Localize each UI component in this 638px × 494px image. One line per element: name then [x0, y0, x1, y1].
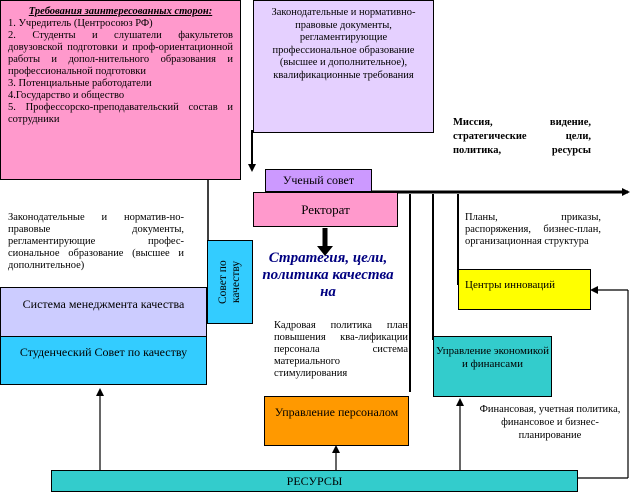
- resources-box: РЕСУРСЫ: [51, 470, 578, 492]
- academic-council-box: Ученый совет: [265, 169, 372, 192]
- mission-text: Миссия, видение, стратегические цели, по…: [453, 117, 591, 156]
- stakeholders-box: Требования заинтересованных сторон: 1. У…: [0, 0, 241, 180]
- hr-management-box: Управление персоналом: [264, 396, 409, 446]
- finance-policy-text: Финансовая, учетная политика, финансовое…: [479, 404, 621, 441]
- economics-label: Управление экономикой и финансами: [435, 345, 550, 370]
- innovation-centers-box: Центры инноваций: [458, 269, 591, 310]
- student-council-label: Студенческий Совет по качеству: [19, 345, 188, 359]
- stakeholder-item-3: 3. Потенциальные работодатели: [8, 78, 152, 89]
- rectorate-box: Ректорат: [253, 192, 398, 227]
- innovation-centers-label: Центры инноваций: [465, 279, 556, 291]
- student-council-box: Студенческий Совет по качеству: [0, 336, 207, 385]
- qms-box: Система менеджмента качества: [0, 287, 207, 337]
- legal-docs-top-box: Законодательные и нормативно-правовые до…: [253, 0, 434, 133]
- resources-label: РЕСУРСЫ: [286, 474, 343, 488]
- stakeholder-item-1: 1. Учредитель (Центросоюз РФ): [8, 18, 153, 29]
- qms-label: Система менеджмента качества: [22, 297, 185, 311]
- rectorate-label: Ректорат: [301, 202, 350, 217]
- stakeholder-item-4: 4.Государство и общество: [8, 90, 125, 101]
- plans-text: Планы, приказы, распоряжения, бизнес-пла…: [465, 212, 601, 247]
- economics-box: Управление экономикой и финансами: [433, 336, 552, 397]
- legal-docs-left-text: Законодательные и норматив-но-правовые д…: [8, 212, 184, 271]
- quality-council-box: Совет по качеству: [207, 240, 253, 324]
- quality-council-label: Совет по качеству: [217, 260, 242, 304]
- strategy-text: Стратегия, цели, политика качества на: [262, 250, 394, 300]
- stakeholders-title: Требования заинтересованных сторон:: [28, 6, 213, 17]
- hr-management-label: Управление персоналом: [274, 405, 399, 419]
- stakeholder-item-5: 5. Профессорско-преподавательский состав…: [8, 102, 233, 125]
- legal-docs-top-text: Законодательные и нормативно-правовые до…: [271, 7, 416, 81]
- stakeholder-item-2: 2. Студенты и слушатели факультетов дову…: [8, 30, 233, 77]
- academic-council-label: Ученый совет: [282, 173, 355, 187]
- hr-policy-text: Кадровая политика план повышения ква-лиф…: [274, 320, 408, 379]
